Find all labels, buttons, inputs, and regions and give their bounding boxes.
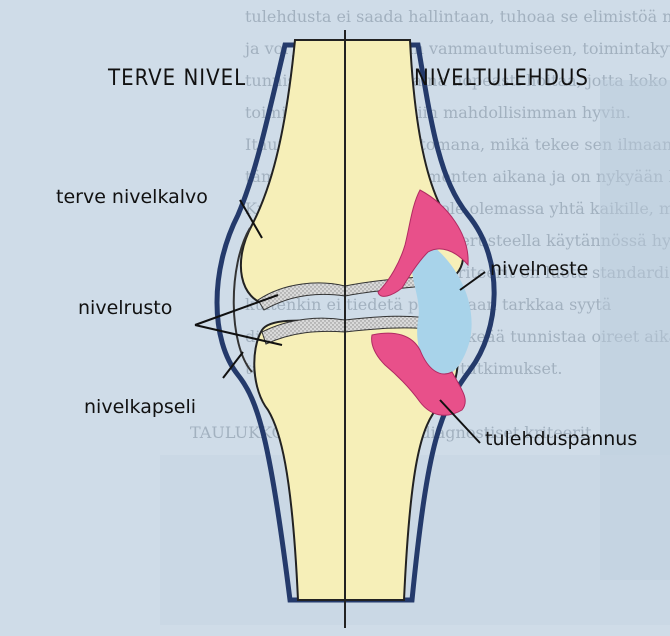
background-text-line: tulehdusta ei saada hallintaan, tuhoaa s… bbox=[245, 7, 670, 26]
heading-healthy-joint: TERVE NIVEL bbox=[108, 66, 246, 91]
heading-inflamed-joint: NIVELTULEHDUS bbox=[414, 66, 589, 91]
background-block bbox=[160, 455, 670, 625]
label-cartilage: nivelrusto bbox=[78, 297, 172, 319]
label-pannus: tulehduspannus bbox=[485, 428, 637, 450]
label-joint-capsule: nivelkapseli bbox=[84, 396, 196, 418]
label-synovium: terve nivelkalvo bbox=[56, 186, 208, 208]
label-synovial-fluid: nivelneste bbox=[490, 258, 588, 280]
